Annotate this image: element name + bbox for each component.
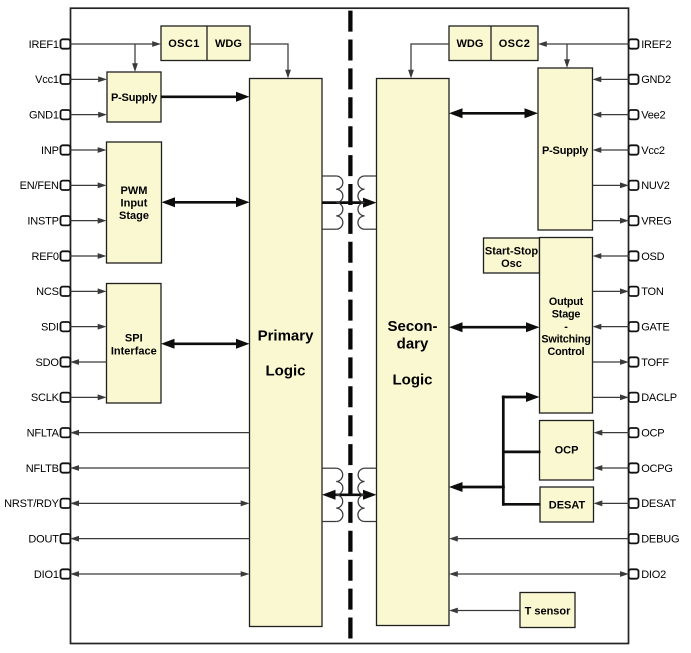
svg-text:OCP: OCP [555,444,579,456]
svg-text:Interface: Interface [111,345,157,357]
svg-text:PWM: PWM [121,185,148,197]
svg-text:T sensor: T sensor [525,605,572,617]
svg-text:P-Supply: P-Supply [111,92,158,104]
svg-text:OCPG: OCPG [641,463,673,475]
svg-text:SPI: SPI [125,332,143,344]
svg-text:Vcc1: Vcc1 [35,74,59,86]
svg-text:Logic: Logic [266,363,306,380]
svg-text:DIO2: DIO2 [641,569,666,581]
svg-text:Start-Stop: Start-Stop [485,245,538,257]
svg-text:REF0: REF0 [31,251,58,263]
svg-text:-: - [564,321,568,333]
svg-text:INSTP: INSTP [27,216,58,228]
svg-text:EN/FEN: EN/FEN [20,180,59,192]
svg-text:OSC1: OSC1 [168,38,200,50]
svg-text:P-Supply: P-Supply [542,145,589,157]
svg-text:IREF2: IREF2 [641,39,671,51]
svg-text:Switching: Switching [541,333,590,345]
svg-text:WDG: WDG [457,38,484,50]
svg-text:GND2: GND2 [641,74,671,86]
svg-text:Stage: Stage [552,308,581,320]
svg-text:VREG: VREG [641,216,671,228]
svg-text:IREF1: IREF1 [29,39,59,51]
svg-text:NCS: NCS [36,286,59,298]
svg-text:TON: TON [641,286,664,298]
svg-text:Vee2: Vee2 [641,110,665,122]
svg-text:Input: Input [121,197,148,209]
svg-text:GATE: GATE [641,322,669,334]
svg-text:DIO1: DIO1 [34,569,59,581]
svg-text:DESAT: DESAT [549,499,586,511]
svg-text:INP: INP [41,145,59,157]
svg-text:Secon-: Secon- [387,318,437,335]
svg-text:NFLTB: NFLTB [26,463,59,475]
svg-text:Primary: Primary [258,328,315,345]
svg-text:DOUT: DOUT [28,534,59,546]
svg-text:GND1: GND1 [29,110,59,122]
svg-text:Osc: Osc [501,258,522,270]
svg-text:OSC2: OSC2 [499,38,531,50]
svg-text:Stage: Stage [119,210,149,222]
svg-text:WDG: WDG [215,38,242,50]
svg-text:DACLP: DACLP [641,392,677,404]
svg-text:SDO: SDO [36,357,60,369]
svg-text:Control: Control [548,346,585,358]
svg-text:Vcc2: Vcc2 [641,145,665,157]
svg-text:NUV2: NUV2 [641,180,670,192]
svg-text:SDI: SDI [41,322,59,334]
svg-text:SCLK: SCLK [31,392,60,404]
svg-text:NFLTA: NFLTA [27,428,60,440]
svg-text:OSD: OSD [641,251,664,263]
svg-text:NRST/RDY: NRST/RDY [4,498,59,510]
svg-text:DEBUG: DEBUG [641,534,679,546]
svg-text:Output: Output [549,296,584,308]
svg-text:DESAT: DESAT [641,498,676,510]
svg-text:TOFF: TOFF [641,357,669,369]
svg-text:OCP: OCP [641,428,664,440]
svg-text:dary: dary [397,336,429,353]
svg-text:Logic: Logic [393,372,433,389]
